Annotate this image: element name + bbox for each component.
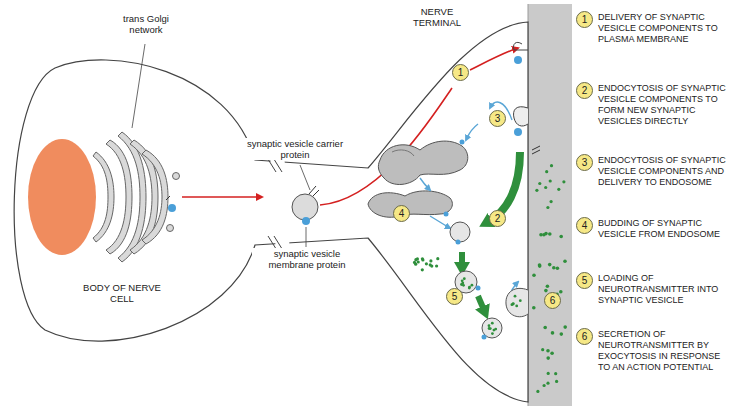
callout-circle: 5 [576,272,593,289]
callout-number: 1 [577,12,592,27]
legend-item: 2 ENDOCYTOSIS OF SYNAPTIC VESICLE COMPONE… [576,82,728,128]
callout-circle: 3 [489,110,506,127]
callout-number: 5 [577,273,592,288]
callout-number: 2 [577,83,592,98]
legend-item: 6 SECRETION OF NEUROTRANSMITTER BY EXOCYT… [576,328,728,374]
callout-number: 3 [490,111,505,126]
legend-item: 5 LOADING OF NEUROTRANSMITTER INTO SYNAPT… [576,272,728,307]
callout-circle: 6 [576,328,593,345]
callout-circle: 2 [489,210,506,227]
callout-number: 4 [394,206,409,221]
step-description: ENDOCYTOSIS OF SYNAPTIC VESICLE COMPONEN… [598,83,726,127]
callout-circle: 5 [446,288,463,305]
callout-circle: 2 [576,82,593,99]
callout-circle: 3 [576,154,593,171]
callout-circle: 6 [544,292,561,309]
callout-number: 6 [545,293,560,308]
step-description: DELIVERY OF SYNAPTIC VESICLE COMPONENTS … [598,12,726,45]
organelle-label: trans Golgi network [110,13,182,35]
region-label: NERVE TERMINAL [398,6,476,28]
legend-item: 4 BUDDING OF SYNAPTIC VESICLE FROM ENDOSO… [576,217,728,241]
callout-number: 4 [577,218,592,233]
legend-item: 3 ENDOCYTOSIS OF SYNAPTIC VESICLE COMPONE… [576,154,728,189]
callout-number: 3 [577,155,592,170]
step-description: SECRETION OF NEUROTRANSMITTER BY EXOCYTO… [598,329,726,373]
region-label: BODY OF NERVE CELL [82,282,162,304]
callout-circle: 4 [576,217,593,234]
step-description: BUDDING OF SYNAPTIC VESICLE FROM ENDOSOM… [598,218,726,240]
callout-number: 5 [447,289,462,304]
step-description: ENDOCYTOSIS OF SYNAPTIC VESICLE COMPONEN… [598,155,726,188]
step-description: LOADING OF NEUROTRANSMITTER INTO SYNAPTI… [598,273,726,306]
callout-circle: 1 [576,11,593,28]
protein-label: synaptic vesicle carrier protein [240,138,350,160]
callout-circle: 1 [452,64,469,81]
callout-circle: 4 [393,205,410,222]
callout-number: 1 [453,65,468,80]
legend-item: 1 DELIVERY OF SYNAPTIC VESICLE COMPONENTS… [576,11,728,46]
callout-number: 2 [490,211,505,226]
callout-number: 6 [577,329,592,344]
protein-label: synaptic vesicle membrane protein [252,248,362,270]
